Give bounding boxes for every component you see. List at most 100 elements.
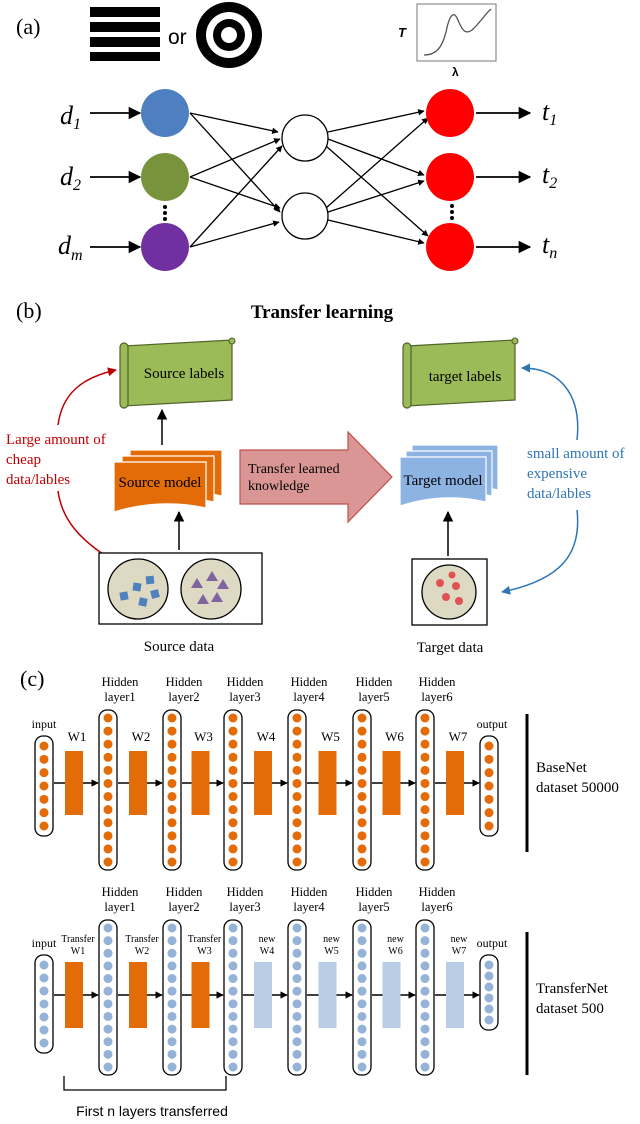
hidden-neuron [420,1062,430,1072]
hidden-layer-1-label-line2: layer1 [104,690,135,704]
hidden-neuron [420,1024,430,1034]
right-note-arrow-down [501,509,579,595]
hidden-neuron [103,1049,113,1059]
hidden-layer-2-label-line1: Hidden [166,885,204,899]
hidden-neuron [357,961,367,971]
output-neuron [484,1015,494,1025]
hidden-neuron [292,1049,302,1059]
hidden-neuron [228,844,238,854]
bracket-label: First n layers transferred [76,1103,228,1119]
input-neuron [39,1012,49,1022]
weight-block-w3 [191,751,210,815]
hidden-neuron [103,713,113,723]
hidden-neuron [292,974,302,984]
weight-label-w3-line1: Transfer [188,934,222,945]
or-text: or [168,26,187,49]
hidden-neuron [103,765,113,775]
hidden-layer-2-column [162,919,182,1076]
hidden-neuron [292,1024,302,1034]
hidden-neuron [228,726,238,736]
purple-triangles [191,571,229,604]
source-data-box: Source data [98,552,263,655]
hidden-neuron [103,805,113,815]
input-label: input [32,717,57,731]
weight-block-w3 [191,962,210,1028]
hidden-neuron [357,805,367,815]
target-model-stack: Target model [399,444,499,507]
hidden-neuron [167,805,177,815]
hidden-neuron [167,999,177,1009]
hidden-neuron [420,831,430,841]
transfer-text-line2: knowledge [248,479,309,494]
hidden-neuron [228,1049,238,1059]
hidden-neuron [292,818,302,828]
hidden-neuron [420,805,430,815]
hidden-neuron [357,999,367,1009]
source-labels-scroll: Source labels [119,337,236,409]
weight-label-w2: W2 [132,729,151,744]
output-neuron [484,768,494,778]
input-node-dm [141,223,189,271]
hidden-layer-6-label-line1: Hidden [419,885,457,899]
hidden-layer-2-label-line2: layer2 [168,690,199,704]
weight-label-w1-line2: W1 [71,946,85,957]
hidden-neuron [228,1037,238,1047]
hidden-neuron [167,778,177,788]
output-neuron [484,808,494,818]
weight-label-w4-line1: new [259,934,276,945]
hidden-neuron [228,923,238,933]
left-note-arrow-down [57,490,113,561]
input-neuron [39,741,49,751]
hidden-neuron [292,1037,302,1047]
hidden-neuron [357,778,367,788]
hidden-layer-4-column [287,709,307,871]
hidden-neuron [228,961,238,971]
input-label: input [32,936,57,950]
input-neuron [39,1025,49,1035]
hidden-neuron [357,739,367,749]
hidden-layer-1-label-line1: Hidden [102,675,140,689]
target-data-box: Target data [411,558,488,656]
hidden-neuron [420,792,430,802]
weight-block-w2 [129,751,147,815]
panel-b-label: (b) [16,298,42,323]
input-neuron [39,999,49,1009]
hidden-neuron [357,1049,367,1059]
hidden-node-1 [281,114,329,162]
hidden-neuron [167,831,177,841]
hidden-neuron [420,765,430,775]
weight-block-w7 [446,751,464,815]
hidden-neuron [228,1062,238,1072]
panel-b-title: Transfer learning [251,302,394,323]
hidden-neuron [420,923,430,933]
hidden-neuron [103,844,113,854]
weight-block-w4 [254,962,272,1028]
hidden-neuron [228,857,238,867]
hidden-neuron [228,778,238,788]
hidden-neuron [420,961,430,971]
transfer-text-line1: Transfer learned [248,462,340,477]
weight-label-w2-line2: W2 [135,946,149,957]
output-neuron [484,1004,494,1014]
hidden-neuron [292,765,302,775]
hidden-layer-6-label-line2: layer6 [421,900,452,914]
hidden-neuron [103,778,113,788]
input-ellipsis-dots [163,205,167,221]
weight-label-w7: W7 [449,729,468,744]
hidden-layer-3-column [223,919,243,1076]
right-note-line3: data/lables [527,486,591,502]
target-labels-text: target labels [429,369,502,385]
hidden-neuron [167,1011,177,1021]
hidden-neuron [228,752,238,762]
hidden-neuron [103,831,113,841]
hidden-neuron [292,752,302,762]
hidden-neuron [420,1037,430,1047]
hidden-layer-5-label-line2: layer5 [358,690,389,704]
hidden-neuron [228,974,238,984]
hidden-neuron [167,792,177,802]
weight-label-w7-line1: new [451,934,468,945]
spectrum-x-label: λ [452,65,459,79]
basenet-name-line1: BaseNet [536,760,588,776]
input-label-d1: d1 [60,101,81,133]
hidden-neuron [228,818,238,828]
